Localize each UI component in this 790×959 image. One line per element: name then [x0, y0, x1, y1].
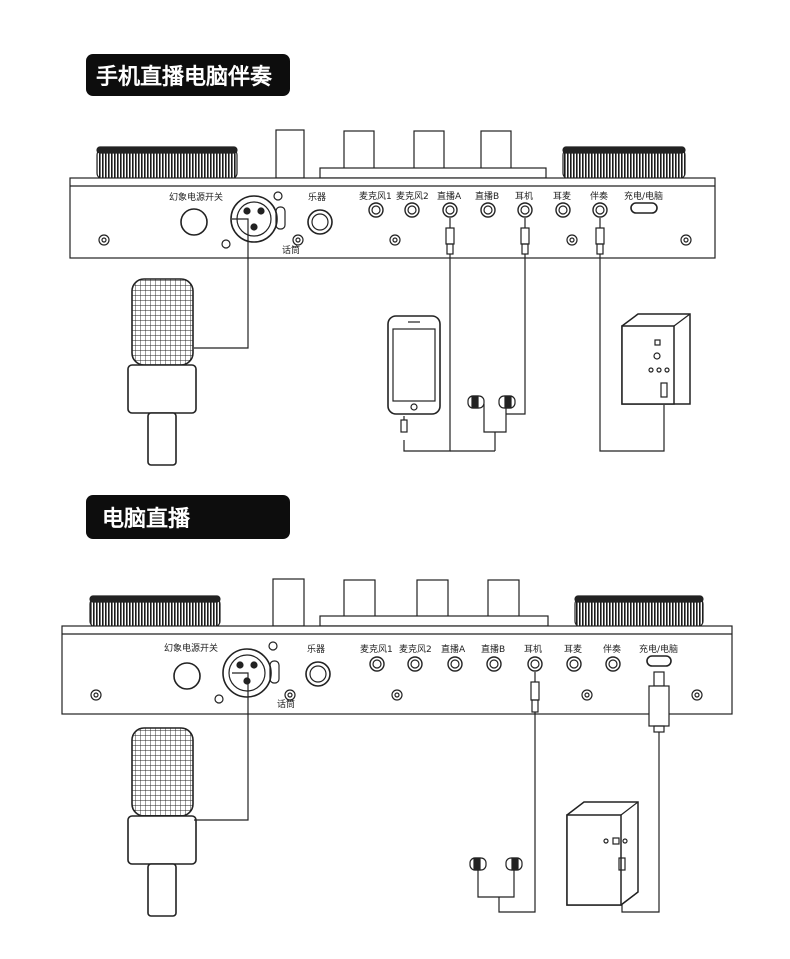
section-title-text: 电脑直播 [102, 507, 191, 532]
label-mic1: 麦克风1 [360, 643, 393, 655]
label-headphone: 耳机 [524, 643, 542, 655]
mic1-jack [368, 202, 384, 218]
label-mic-input: 话筒 [277, 698, 295, 710]
label-mic1: 麦克风1 [359, 190, 392, 202]
label-monitor: 耳麦 [564, 643, 582, 655]
mic2-jack [407, 656, 423, 672]
label-live-a: 直播A [441, 643, 466, 655]
headphone-jack [517, 202, 533, 218]
usb-charge-port [630, 202, 658, 214]
section-2-diagram [61, 578, 733, 917]
section-title-phone-live: 手机直播电脑伴奏 [86, 54, 290, 96]
label-live-b: 直播B [481, 643, 505, 655]
usb-plug [648, 671, 670, 733]
instrument-jack [307, 209, 333, 235]
label-monitor: 耳麦 [553, 190, 571, 202]
label-instrument: 乐器 [308, 191, 326, 203]
phantom-power-switch [180, 208, 208, 236]
live-a-jack [447, 656, 463, 672]
section-title-pc-live: 电脑直播 [86, 495, 290, 539]
label-live-a: 直播A [437, 190, 462, 202]
label-charge-pc: 充电/电脑 [624, 190, 663, 202]
label-mic2: 麦克风2 [399, 643, 432, 655]
mic2-jack [404, 202, 420, 218]
accompany-jack [592, 202, 608, 218]
label-charge-pc: 充电/电脑 [639, 643, 678, 655]
headphone-jack [527, 656, 543, 672]
fader-1 [272, 578, 305, 627]
label-headphone: 耳机 [515, 190, 533, 202]
monitor-jack [555, 202, 571, 218]
earphones [469, 857, 523, 898]
mic1-jack [369, 656, 385, 672]
section-1-diagram [69, 129, 716, 466]
earphones [450, 395, 516, 452]
smartphone [387, 315, 441, 433]
accompany-jack [605, 656, 621, 672]
live-b-jack [486, 656, 502, 672]
fader-1 [275, 129, 305, 179]
condenser-microphone [127, 727, 197, 917]
xlr-mic-jack [230, 195, 278, 243]
computer-tower [621, 313, 691, 405]
label-instrument: 乐器 [307, 643, 325, 655]
label-live-b: 直播B [475, 190, 499, 202]
phantom-power-switch [173, 662, 201, 690]
section-title-text: 手机直播电脑伴奏 [96, 65, 273, 90]
label-accompany: 伴奏 [590, 190, 608, 202]
label-phantom-switch: 幻象电源开关 [169, 191, 223, 203]
computer-tower [566, 801, 639, 906]
label-accompany: 伴奏 [603, 643, 621, 655]
label-phantom-switch: 幻象电源开关 [164, 642, 218, 654]
label-mic-input: 话筒 [282, 244, 300, 256]
usb-charge-port [646, 655, 672, 667]
monitor-jack [566, 656, 582, 672]
live-a-jack [442, 202, 458, 218]
sound-card-body [69, 177, 716, 259]
condenser-microphone [127, 278, 197, 466]
xlr-mic-jack [222, 648, 272, 698]
instrument-jack [305, 661, 331, 687]
sound-card-body [61, 625, 733, 715]
live-b-jack [480, 202, 496, 218]
label-mic2: 麦克风2 [396, 190, 429, 202]
